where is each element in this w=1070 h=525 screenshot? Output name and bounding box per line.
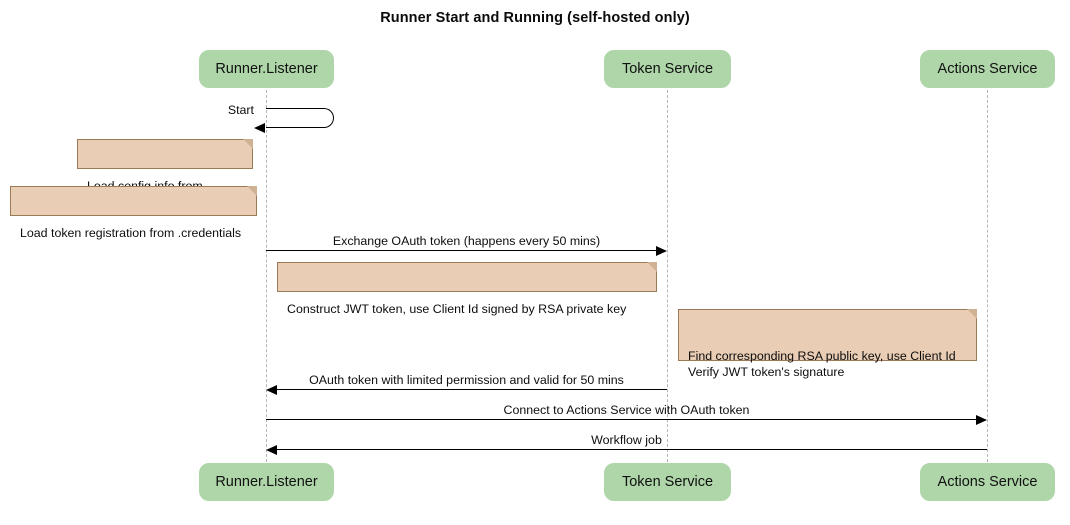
- participant-label: Token Service: [621, 474, 714, 490]
- message-arrow-oauth-token-reply[interactable]: [266, 385, 667, 395]
- participant-label: Runner.Listener: [215, 474, 318, 490]
- participant-footer-token-service[interactable]: Token Service: [604, 463, 731, 501]
- message-arrow-start[interactable]: [254, 108, 334, 133]
- lifeline-runner-listener: [266, 90, 267, 462]
- participant-label: Token Service: [621, 61, 714, 77]
- participant-label: Actions Service: [937, 474, 1038, 490]
- arrowhead-left-icon: [254, 123, 265, 133]
- note-fold-icon: [243, 139, 253, 149]
- note-construct-jwt: Construct JWT token, use Client Id signe…: [277, 262, 657, 316]
- diagram-title: Runner Start and Running (self-hosted on…: [380, 10, 690, 26]
- note-fold-icon: [247, 186, 257, 196]
- message-label-start: Start: [227, 103, 254, 117]
- arrowhead-right-icon: [976, 415, 987, 425]
- participant-header-runner-listener[interactable]: Runner.Listener: [199, 50, 334, 88]
- message-label-exchange-oauth-token: Exchange OAuth token (happens every 50 m…: [332, 234, 601, 248]
- lifeline-actions-service: [987, 90, 988, 462]
- note-text: Find corresponding RSA public key, use C…: [688, 349, 956, 379]
- note-load-config: Load config info from .runner: [77, 139, 253, 209]
- message-label-connect-actions-service: Connect to Actions Service with OAuth to…: [503, 403, 750, 417]
- note-fold-icon: [967, 309, 977, 319]
- participant-header-token-service[interactable]: Token Service: [604, 50, 731, 88]
- participant-label: Actions Service: [937, 61, 1038, 77]
- message-label-workflow-job: Workflow job: [591, 433, 662, 447]
- message-label-oauth-token-reply: OAuth token with limited permission and …: [309, 373, 624, 387]
- note-verify-jwt: Find corresponding RSA public key, use C…: [678, 309, 977, 379]
- lifeline-token-service: [667, 90, 668, 462]
- arrowhead-left-icon: [266, 385, 277, 395]
- note-text: Load token registration from .credential…: [20, 226, 242, 240]
- arrowhead-left-icon: [266, 445, 277, 455]
- arrowhead-right-icon: [656, 246, 667, 256]
- message-arrow-exchange-oauth-token[interactable]: [266, 246, 667, 256]
- note-fold-icon: [647, 262, 657, 272]
- note-load-token-registration: Load token registration from .credential…: [10, 186, 257, 240]
- note-text: Construct JWT token, use Client Id signe…: [287, 302, 627, 316]
- message-arrow-workflow-job[interactable]: [266, 445, 987, 455]
- participant-footer-runner-listener[interactable]: Runner.Listener: [199, 463, 334, 501]
- participant-footer-actions-service[interactable]: Actions Service: [920, 463, 1055, 501]
- participant-label: Runner.Listener: [215, 61, 318, 77]
- participant-header-actions-service[interactable]: Actions Service: [920, 50, 1055, 88]
- message-arrow-connect-actions-service[interactable]: [266, 415, 987, 425]
